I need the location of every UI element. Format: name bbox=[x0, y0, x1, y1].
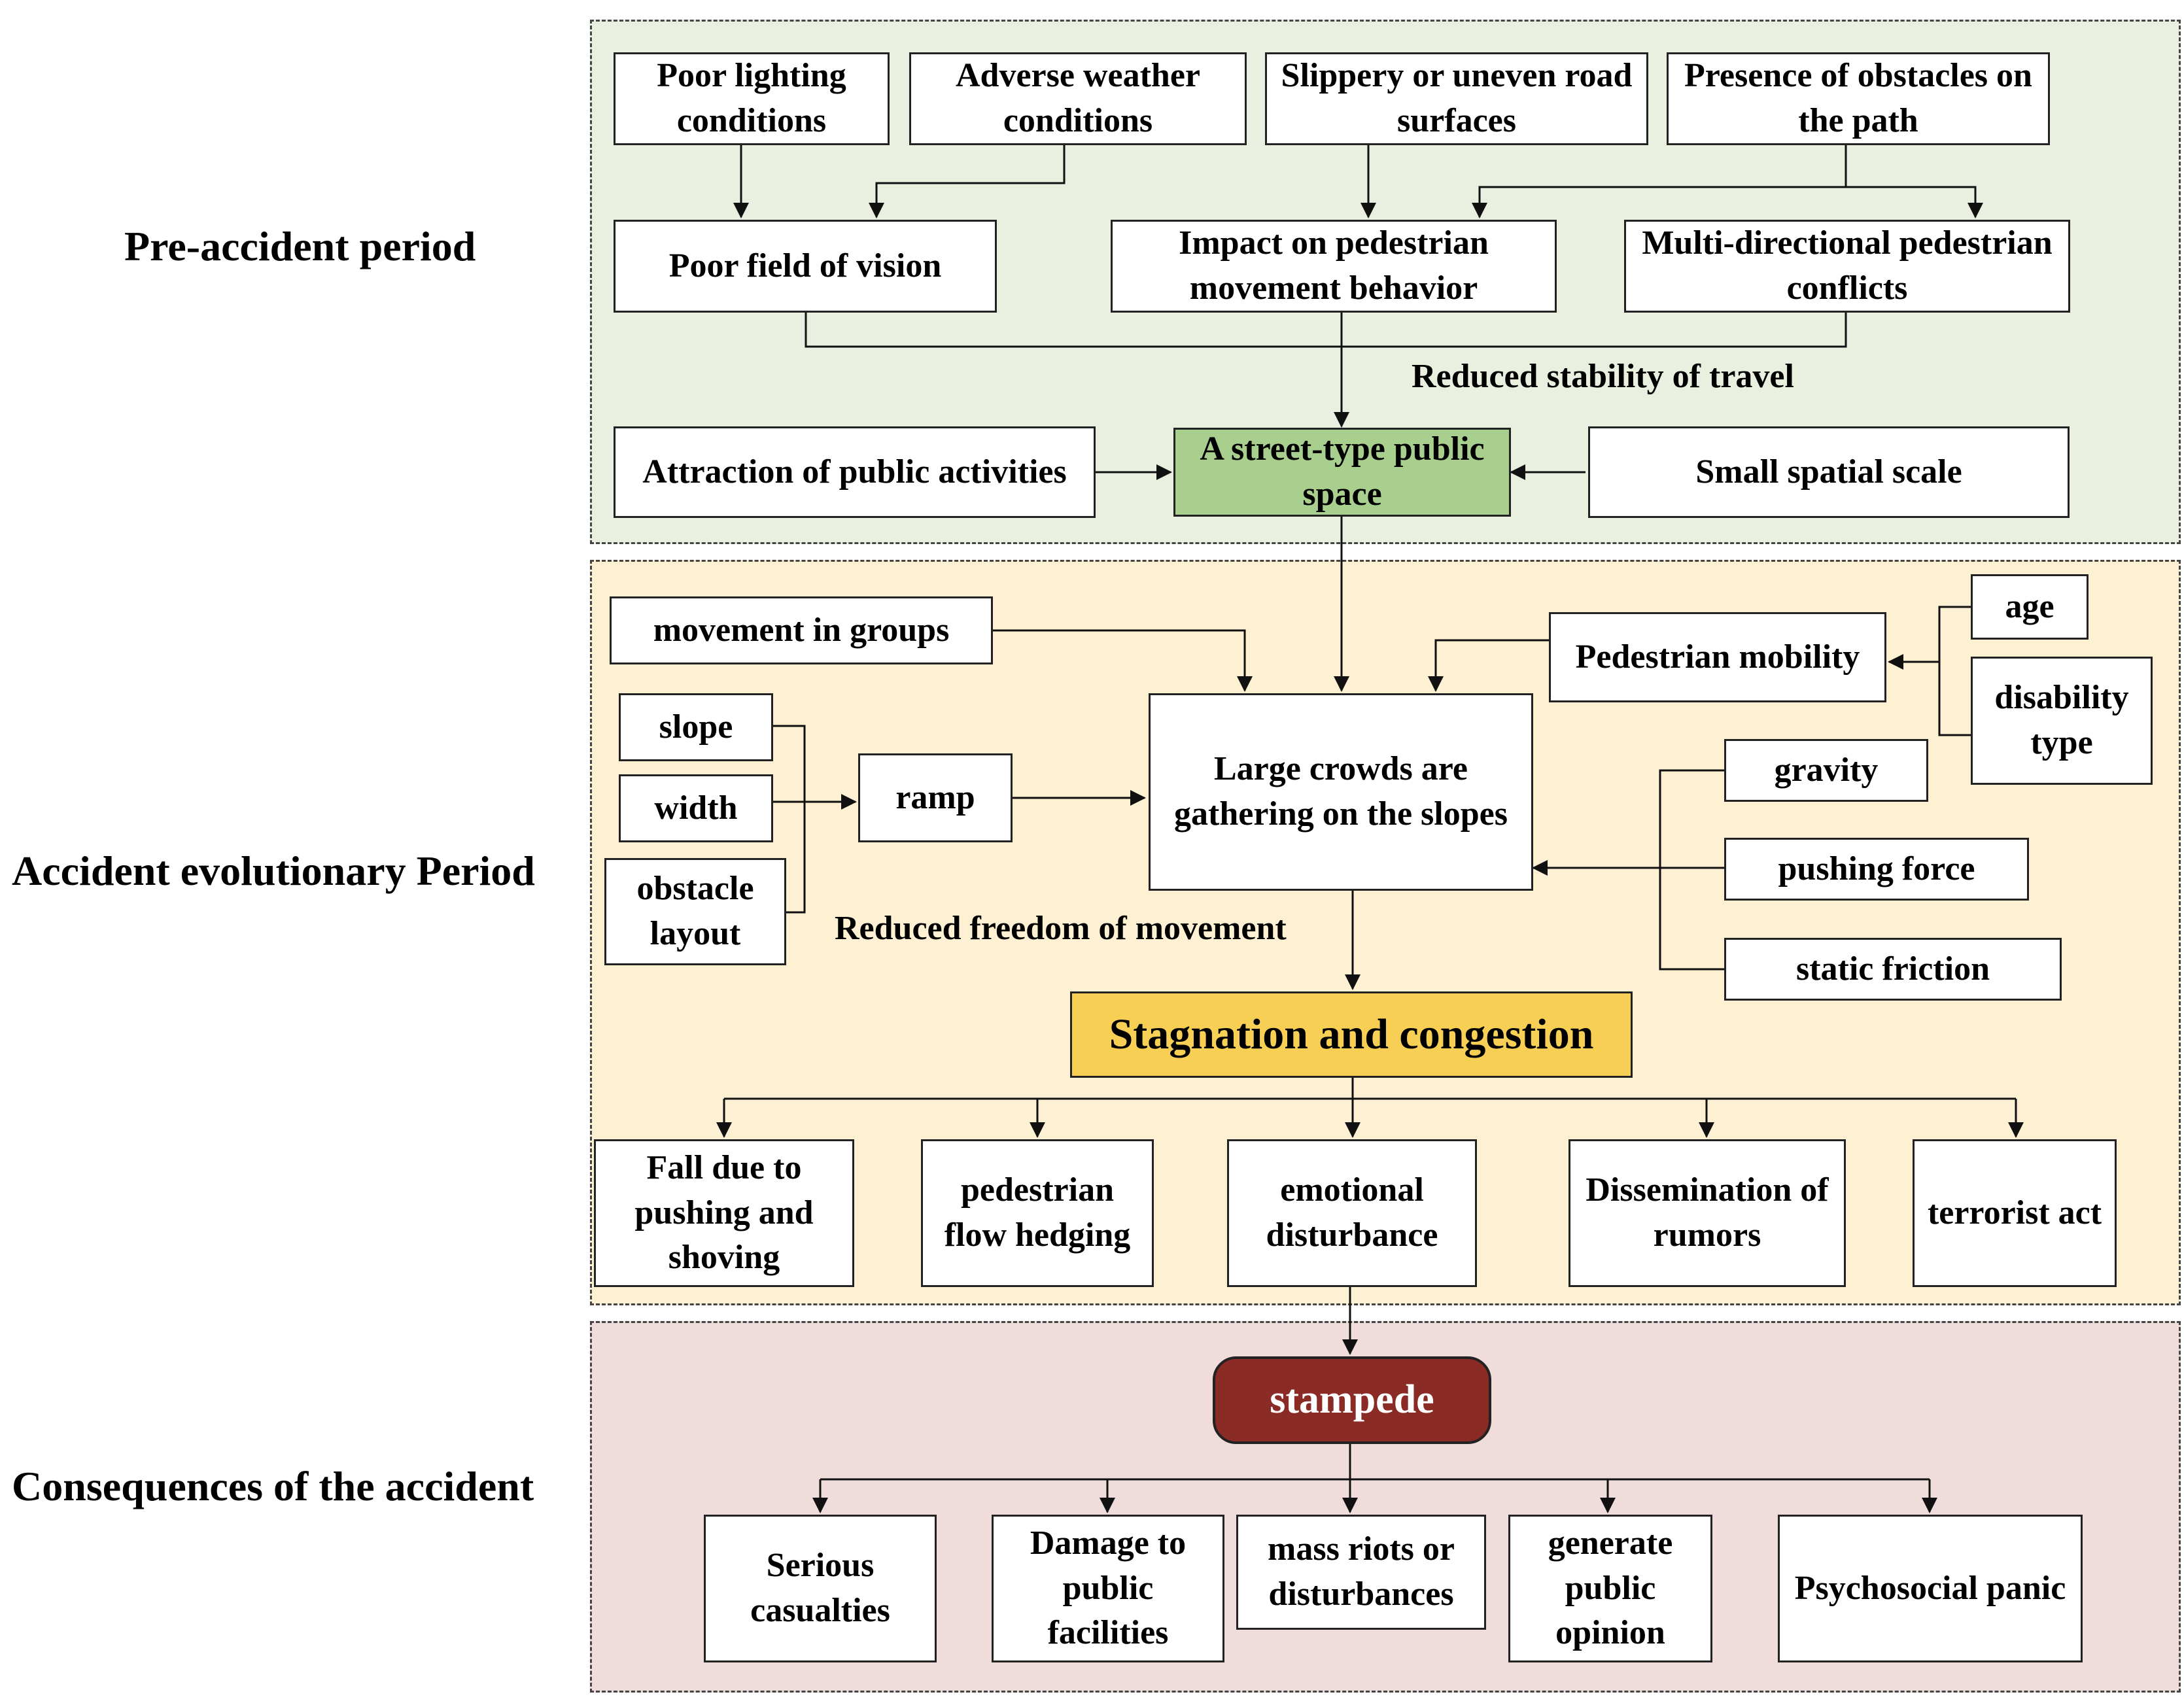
label-reduced-stability: Reduced stability of travel bbox=[1412, 358, 1794, 395]
node-slope: slope bbox=[619, 693, 773, 761]
node-large-crowds-gathering: Large crowds are gathering on the slopes bbox=[1149, 693, 1533, 891]
node-damage-public-facilities: Damage to public facilities bbox=[992, 1515, 1224, 1662]
label-reduced-freedom: Reduced freedom of movement bbox=[835, 910, 1287, 947]
period-label-consequences: Consequences of the accident bbox=[12, 1463, 534, 1509]
node-stagnation-congestion: Stagnation and congestion bbox=[1070, 991, 1633, 1078]
node-dissemination-of-rumors: Dissemination of rumors bbox=[1569, 1139, 1846, 1287]
node-pushing-force: pushing force bbox=[1724, 838, 2029, 901]
node-serious-casualties: Serious casualties bbox=[704, 1515, 937, 1662]
node-gravity: gravity bbox=[1724, 739, 1928, 802]
node-poor-lighting: Poor lighting conditions bbox=[614, 52, 890, 145]
node-street-type-public-space: A street-type public space bbox=[1173, 428, 1511, 517]
period-label-pre: Pre-accident period bbox=[124, 223, 476, 269]
node-pedestrian-mobility: Pedestrian mobility bbox=[1549, 612, 1886, 702]
node-slippery-surfaces: Slippery or uneven road surfaces bbox=[1265, 52, 1648, 145]
node-psychosocial-panic: Psychosocial panic bbox=[1778, 1515, 2083, 1662]
node-obstacle-layout: obstacle layout bbox=[604, 858, 786, 965]
node-poor-field-of-vision: Poor field of vision bbox=[614, 220, 997, 313]
node-disability-type: disability type bbox=[1971, 657, 2153, 785]
node-stampede: stampede bbox=[1213, 1356, 1491, 1444]
node-movement-in-groups: movement in groups bbox=[610, 596, 993, 664]
node-terrorist-act: terrorist act bbox=[1913, 1139, 2117, 1287]
node-small-spatial-scale: Small spatial scale bbox=[1588, 426, 2070, 518]
node-pedestrian-flow-hedging: pedestrian flow hedging bbox=[921, 1139, 1154, 1287]
node-generate-public-opinion: generate public opinion bbox=[1508, 1515, 1712, 1662]
node-obstacles-on-path: Presence of obstacles on the path bbox=[1667, 52, 2050, 145]
node-emotional-disturbance: emotional disturbance bbox=[1227, 1139, 1477, 1287]
node-width: width bbox=[619, 774, 773, 842]
node-mass-riots: mass riots or disturbances bbox=[1236, 1515, 1486, 1630]
node-static-friction: static friction bbox=[1724, 938, 2062, 1001]
period-label-evolution: Accident evolutionary Period bbox=[12, 848, 535, 894]
node-age: age bbox=[1971, 574, 2089, 640]
node-attraction-public-activities: Attraction of public activities bbox=[614, 426, 1096, 518]
node-multi-directional-conflicts: Multi-directional pedestrian conflicts bbox=[1624, 220, 2070, 313]
node-ramp: ramp bbox=[858, 753, 1013, 842]
node-fall-pushing-shoving: Fall due to pushing and shoving bbox=[594, 1139, 854, 1287]
node-impact-on-movement-behavior: Impact on pedestrian movement behavior bbox=[1111, 220, 1557, 313]
node-adverse-weather: Adverse weather conditions bbox=[909, 52, 1247, 145]
